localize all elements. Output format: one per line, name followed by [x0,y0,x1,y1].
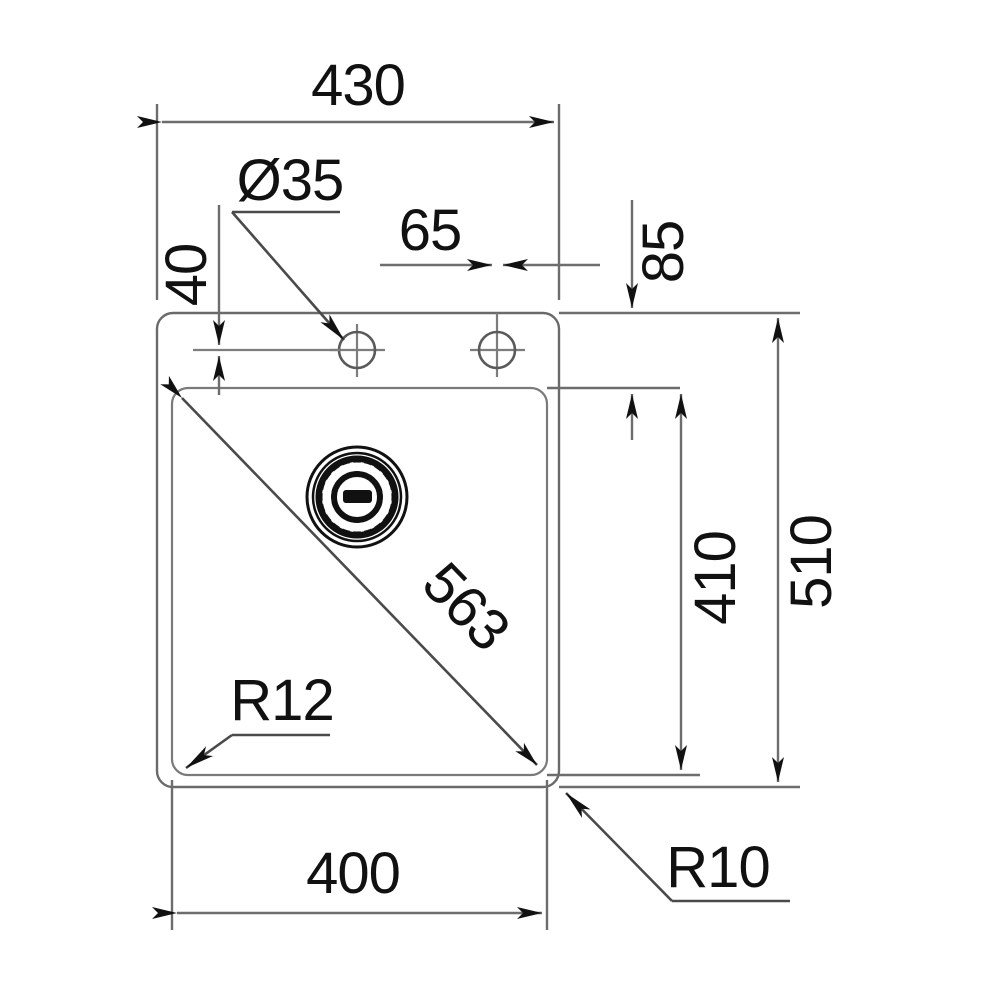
drain-slot [374,471,383,480]
label-bowl-height-410: 410 [683,531,748,625]
drain-slot [331,514,340,523]
leader-dia35 [231,210,345,341]
leader-r12 [185,733,330,770]
drain-slot [322,489,332,495]
drain-slot [382,499,392,505]
label-width-430: 430 [311,53,405,118]
drain-slot [322,499,332,505]
drain-strainer [305,445,409,549]
label-offset-40: 40 [154,244,219,307]
label-spacing-65: 65 [399,198,462,263]
drain-slot [359,462,365,472]
dimension-85 [547,200,680,440]
leader-r10 [565,792,790,903]
drain-plug-slot [343,490,372,503]
drain-slot [349,522,355,532]
label-height-510: 510 [779,515,844,609]
drain-slot [367,465,375,475]
label-diagonal-563: 563 [410,550,522,663]
dimension-410 [547,394,700,777]
sink-outer-rim [155,311,561,789]
drain-slot [331,471,340,480]
label-radius-10: R10 [666,835,769,900]
drain-slot [325,507,335,515]
label-dia-35: Ø35 [237,148,344,213]
dimension-400 [152,780,549,930]
drain-slot [359,522,365,532]
dimension-510 [559,311,800,789]
drain-slot [379,507,389,515]
tap-hole-right [470,313,525,377]
dimension-diagonal-563 [160,375,538,766]
drain-slot [325,479,335,487]
drain-slot [349,462,355,472]
drain-slot [367,519,375,529]
label-bowl-width-400: 400 [306,841,400,906]
drain-slot [339,465,347,475]
drain-slot [379,479,389,487]
drain-slot [382,489,392,495]
dimension-430 [137,104,561,300]
drain-slot [339,519,347,529]
label-radius-12: R12 [230,668,333,733]
drain-slot [374,514,383,523]
label-ledge-85: 85 [631,221,696,284]
